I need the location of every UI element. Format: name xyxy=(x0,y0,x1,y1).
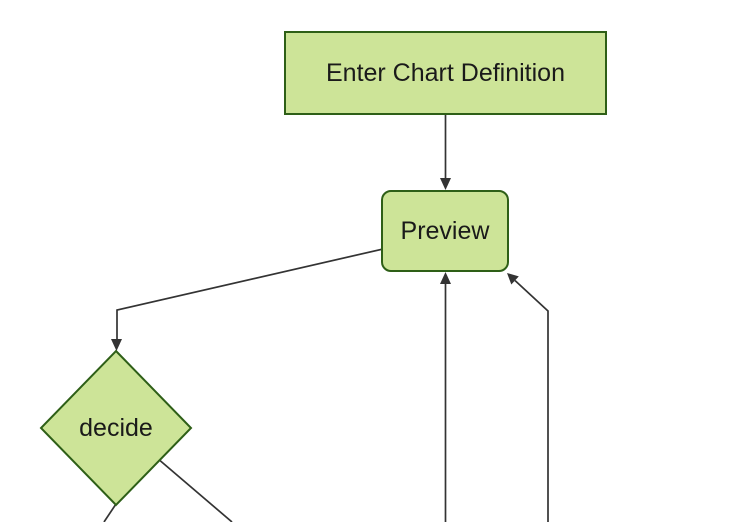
node-preview-label: Preview xyxy=(400,217,490,245)
node-decide: decide xyxy=(41,412,191,444)
edge-decide-to-offscreen-right xyxy=(149,451,233,522)
node-decide-shape xyxy=(39,349,193,507)
edge-offscreen-to-preview-right xyxy=(507,273,549,522)
node-preview: Preview xyxy=(381,190,509,272)
node-enter-chart-definition-label: Enter Chart Definition xyxy=(325,59,565,87)
arrowhead-down-icon xyxy=(440,178,451,190)
edge-preview-to-decide xyxy=(111,248,384,351)
edge-enter-to-preview xyxy=(440,115,451,190)
arrowhead-up-left-icon xyxy=(507,273,519,285)
edge-decide-to-offscreen-left xyxy=(103,503,117,522)
edge-offscreen-to-preview-center xyxy=(440,272,451,522)
node-decide-label: decide xyxy=(79,413,153,442)
node-enter-chart-definition: Enter Chart Definition xyxy=(284,31,607,115)
arrowhead-up-icon xyxy=(440,272,451,284)
arrowhead-down-icon xyxy=(111,339,122,351)
